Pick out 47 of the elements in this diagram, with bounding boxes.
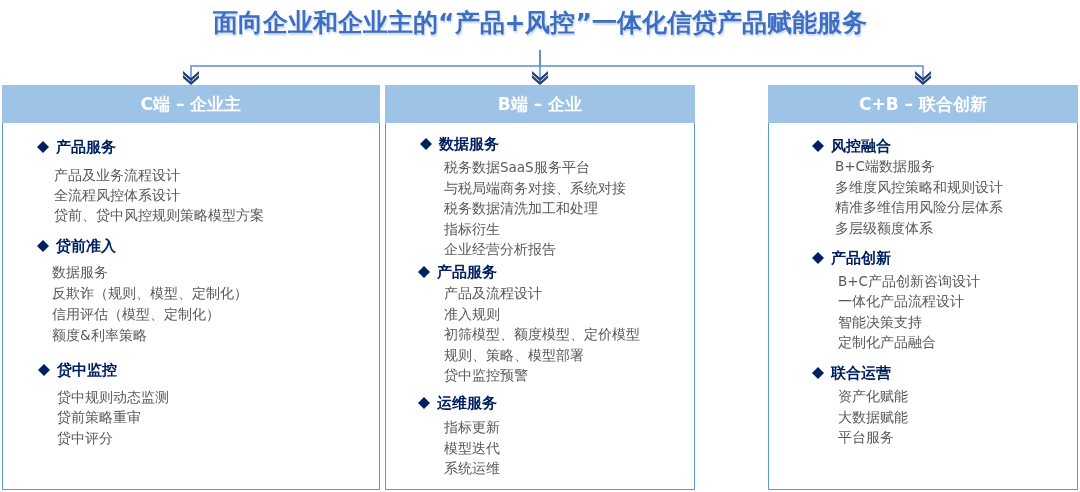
list-item: 精准多维信用风险分层体系 [835, 198, 1003, 216]
list-item: 贷中评分 [57, 429, 113, 447]
section-heading: 联合运营 [831, 364, 891, 382]
panel-header: C+B – 联合创新 [768, 85, 1078, 123]
section-heading: 产品服务 [56, 138, 116, 156]
list-item: 多维度风控策略和规则设计 [835, 178, 1003, 196]
list-item: 准入规则 [444, 305, 500, 323]
list-item: B+C端数据服务 [835, 157, 935, 175]
list-item: 模型迭代 [444, 439, 500, 457]
section-heading: 运维服务 [437, 394, 497, 412]
title-text: 面向企业和企业主的“产品+风控”一体化信贷产品赋能服务 [0, 6, 1080, 39]
list-item: B+C产品创新咨询设计 [838, 272, 980, 290]
list-item: 数据服务 [52, 263, 108, 281]
list-item: 产品及业务流程设计 [54, 166, 180, 184]
list-item: 全流程风控体系设计 [54, 186, 180, 204]
list-item: 税务数据SaaS服务平台 [444, 158, 590, 176]
list-item: 指标更新 [444, 418, 500, 436]
list-item: 贷中规则动态监测 [57, 388, 169, 406]
list-item: 大数据赋能 [838, 408, 908, 426]
list-item: 初筛模型、额度模型、定价模型 [444, 325, 640, 343]
list-item: 与税局端商务对接、系统对接 [444, 179, 626, 197]
list-item: 反欺诈（规则、模型、定制化） [52, 284, 248, 302]
list-item: 税务数据清洗加工和处理 [444, 199, 598, 217]
list-item: 定制化产品融合 [838, 333, 936, 351]
section-heading: 贷中监控 [57, 361, 117, 379]
list-item: 规则、策略、模型部署 [444, 346, 584, 364]
section-heading: 数据服务 [439, 135, 499, 153]
list-item: 贷前策略重审 [57, 408, 141, 426]
panel-header: C端 – 企业主 [2, 85, 380, 123]
list-item: 指标衍生 [444, 220, 500, 238]
list-item: 额度&利率策略 [52, 326, 147, 344]
list-item: 多层级额度体系 [835, 219, 933, 237]
section-heading: 产品创新 [831, 249, 891, 267]
list-item: 资产化赋能 [838, 387, 908, 405]
panel-header: B端 – 企业 [385, 85, 695, 123]
list-item: 贷中监控预警 [444, 366, 528, 384]
list-item: 信用评估（模型、定制化） [52, 305, 220, 323]
list-item: 智能决策支持 [838, 313, 922, 331]
section-heading: 贷前准入 [56, 237, 116, 255]
list-item: 系统运维 [444, 459, 500, 477]
list-item: 企业经营分析报告 [444, 240, 556, 258]
section-heading: 产品服务 [437, 263, 497, 281]
list-item: 贷前、贷中风控规则策略模型方案 [54, 206, 264, 224]
list-item: 产品及流程设计 [444, 284, 542, 302]
list-item: 平台服务 [838, 428, 894, 446]
list-item: 一体化产品流程设计 [838, 292, 964, 310]
section-heading: 风控融合 [831, 137, 891, 155]
